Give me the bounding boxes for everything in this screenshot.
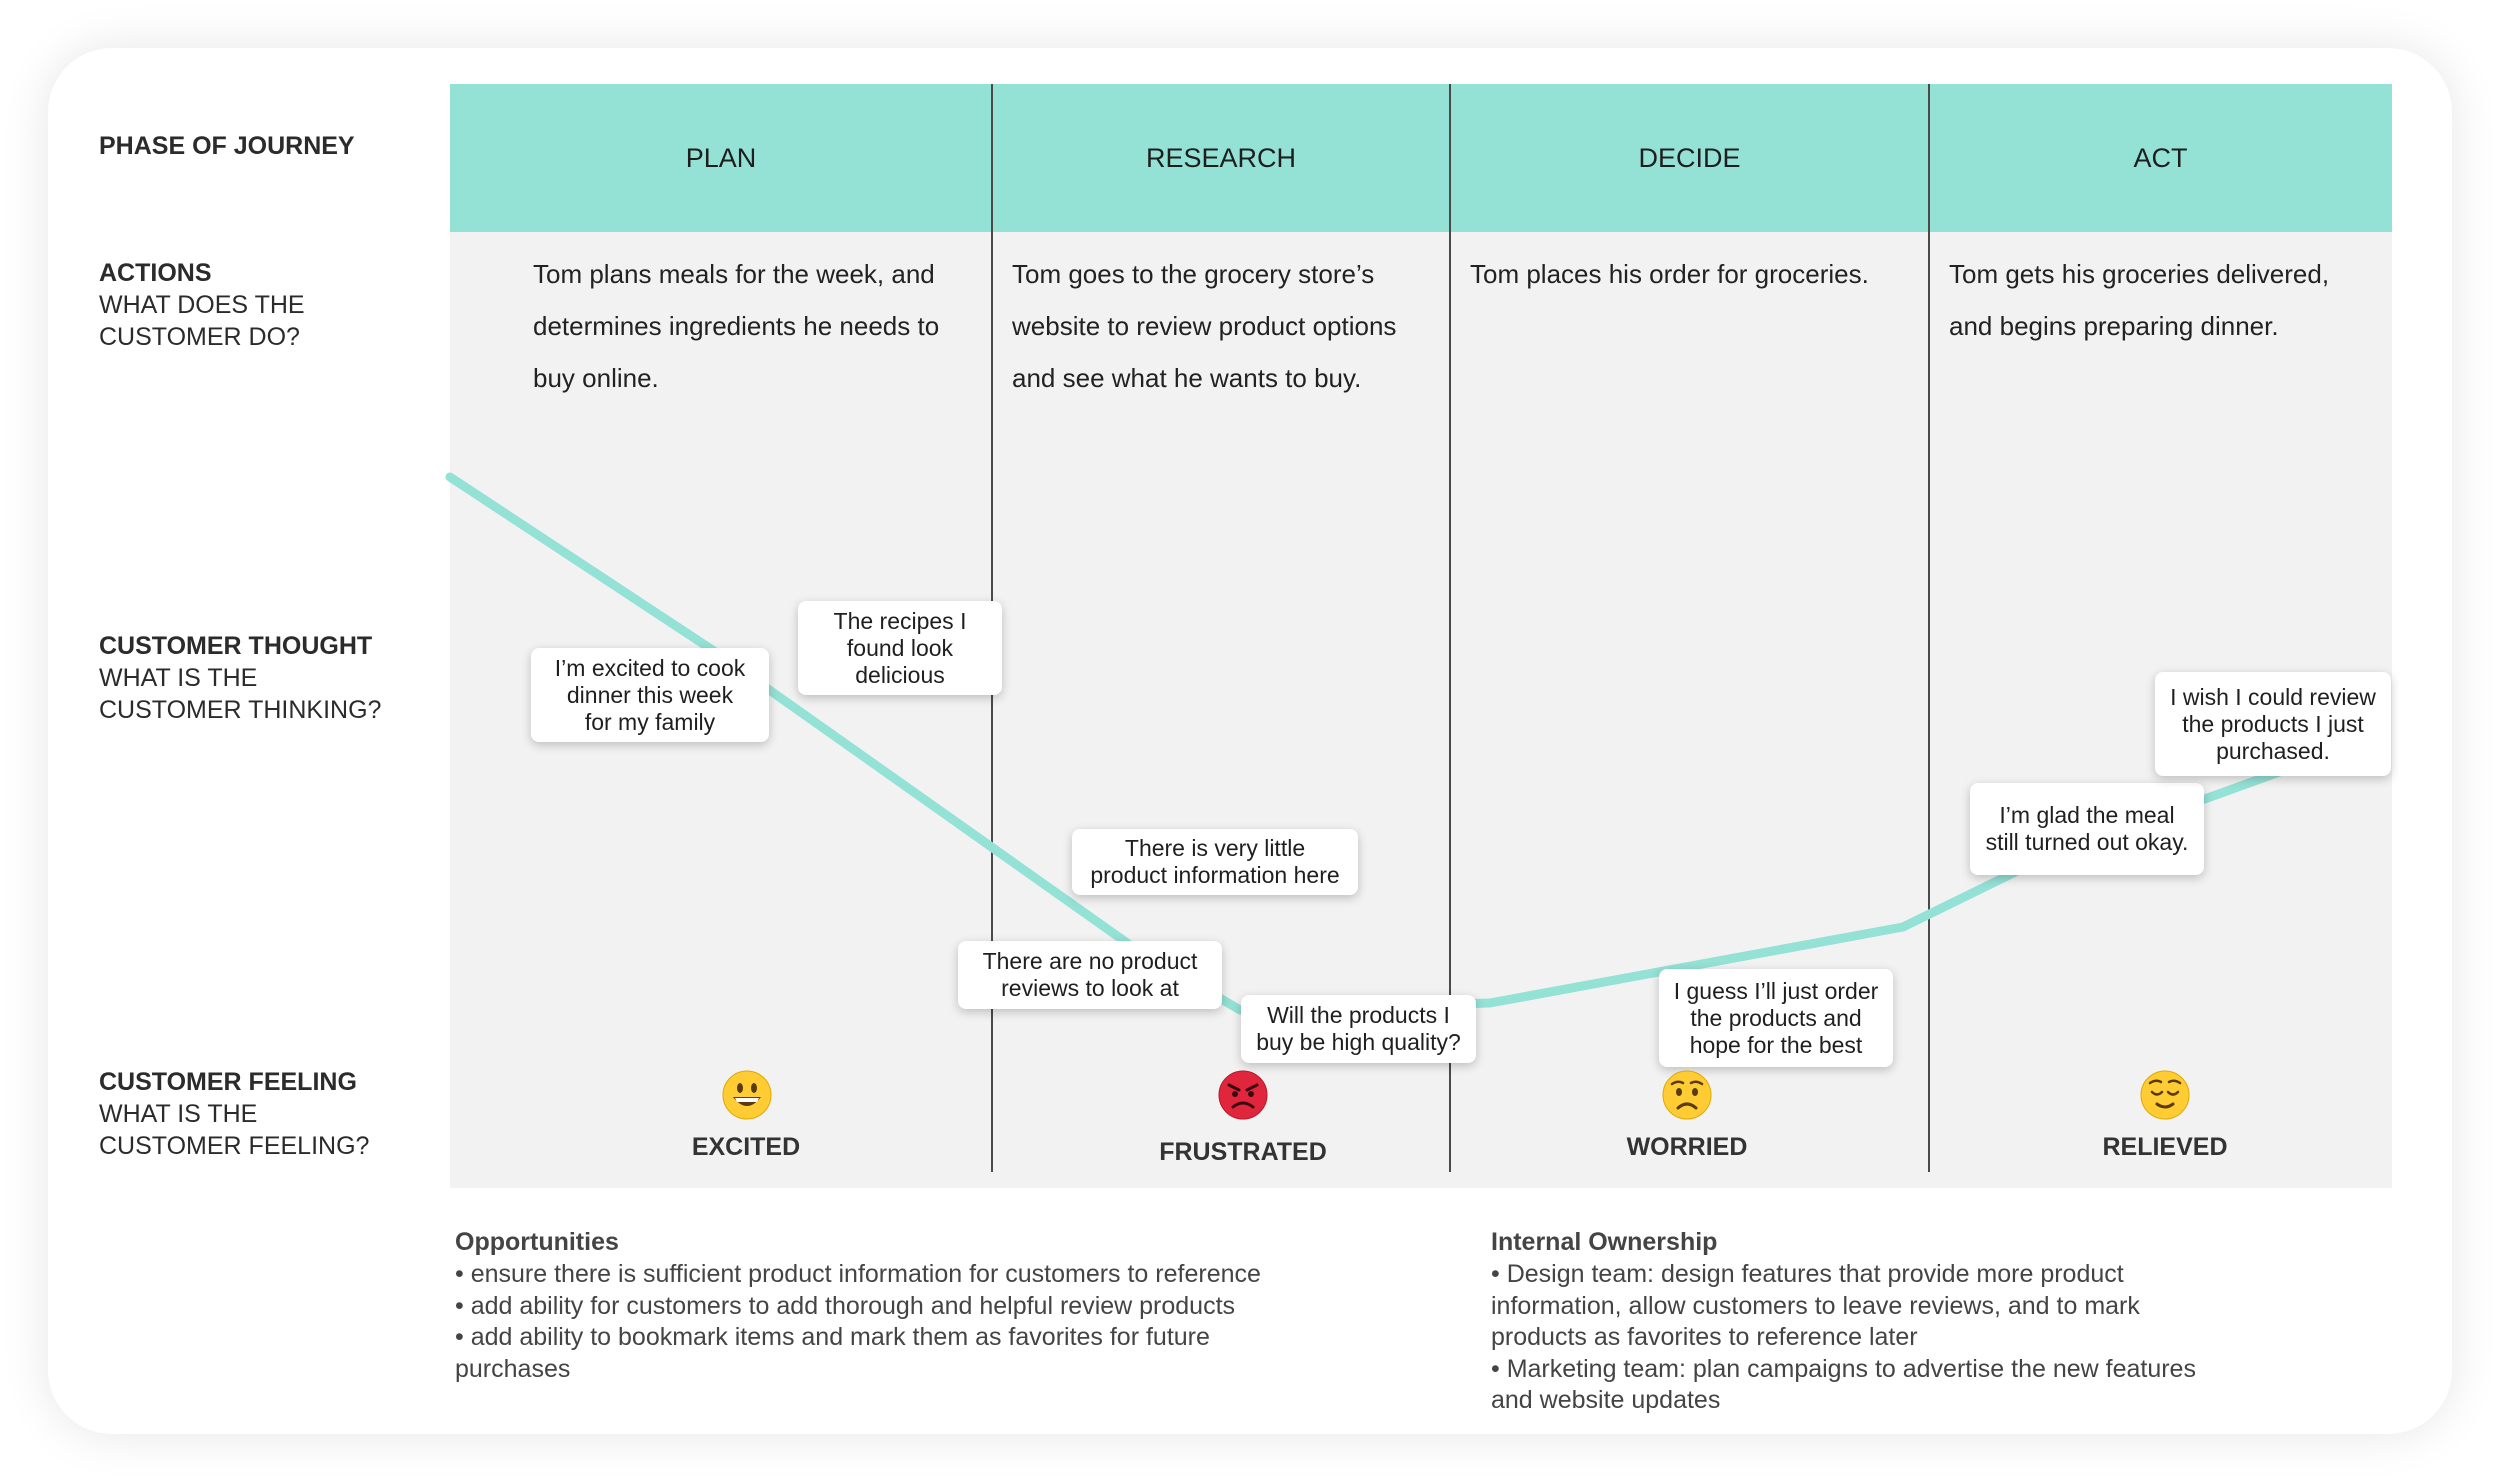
action-line: determines ingredients he needs to [533, 311, 940, 341]
row-title: CUSTOMER THOUGHT [99, 632, 373, 660]
phase-decide: DECIDE [1638, 142, 1741, 173]
action-line: Tom goes to the grocery store’s [1012, 259, 1375, 289]
row-title: PHASE OF JOURNEY [99, 132, 355, 160]
feeling-label-excited: EXCITED [691, 1133, 801, 1161]
feeling-label-relieved: RELIEVED [2102, 1133, 2228, 1161]
action-act: Tom gets his groceries delivered, and be… [1949, 248, 2329, 352]
ownership-list: Design team: design features that provid… [1491, 1259, 2231, 1417]
worried-face-icon [1662, 1070, 1712, 1120]
row-label-actions: ACTIONS WHAT DOES THE CUSTOMER DO? [99, 257, 305, 353]
action-line: Tom plans meals for the week, and [533, 259, 935, 289]
phase-divider [1928, 84, 1930, 1172]
list-item: Marketing team: plan campaigns to advert… [1491, 1354, 2231, 1417]
phase-act: ACT [2133, 142, 2188, 173]
list-item: add ability to bookmark items and mark t… [455, 1322, 1315, 1385]
action-line: buy online. [533, 363, 659, 393]
row-title: ACTIONS [99, 259, 212, 287]
action-line: Tom gets his groceries delivered, [1949, 259, 2330, 289]
row-subtitle: WHAT IS THE [99, 1100, 258, 1128]
action-decide: Tom places his order for groceries. [1470, 248, 1869, 300]
phase-plan: PLAN [685, 142, 757, 173]
angry-face-icon [1218, 1070, 1268, 1120]
action-line: Tom places his order for groceries. [1470, 259, 1869, 289]
relieved-face-icon [2140, 1070, 2190, 1120]
action-line: website to review product options [1012, 311, 1397, 341]
list-item: Design team: design features that provid… [1491, 1259, 2231, 1354]
action-line: and see what he wants to buy. [1012, 363, 1362, 393]
row-subtitle: WHAT IS THE [99, 664, 258, 692]
row-subtitle: CUSTOMER DO? [99, 323, 300, 351]
row-label-feeling: CUSTOMER FEELING WHAT IS THE CUSTOMER FE… [99, 1066, 369, 1162]
action-research: Tom goes to the grocery store’s website … [1012, 248, 1396, 404]
opportunities-title: Opportunities [455, 1228, 619, 1256]
row-subtitle: CUSTOMER THINKING? [99, 696, 382, 724]
list-item: add ability for customers to add thoroug… [455, 1291, 1315, 1323]
grinning-face-icon [722, 1070, 772, 1120]
row-title: CUSTOMER FEELING [99, 1068, 357, 1096]
row-label-thought: CUSTOMER THOUGHT WHAT IS THE CUSTOMER TH… [99, 630, 381, 726]
list-item: ensure there is sufficient product infor… [455, 1259, 1315, 1291]
phase-header-bar [450, 84, 2392, 232]
ownership-title: Internal Ownership [1491, 1228, 1718, 1256]
phase-divider [1449, 84, 1451, 1172]
action-plan: Tom plans meals for the week, and determ… [533, 248, 939, 404]
row-label-phase: PHASE OF JOURNEY [99, 130, 355, 162]
feeling-label-worried: WORRIED [1626, 1133, 1748, 1161]
row-subtitle: CUSTOMER FEELING? [99, 1132, 370, 1160]
feeling-label-frustrated: FRUSTRATED [1159, 1138, 1327, 1166]
opportunities-list: ensure there is sufficient product infor… [455, 1259, 1315, 1385]
row-subtitle: WHAT DOES THE [99, 291, 305, 319]
action-line: and begins preparing dinner. [1949, 311, 2279, 341]
phase-research: RESEARCH [1145, 142, 1297, 173]
